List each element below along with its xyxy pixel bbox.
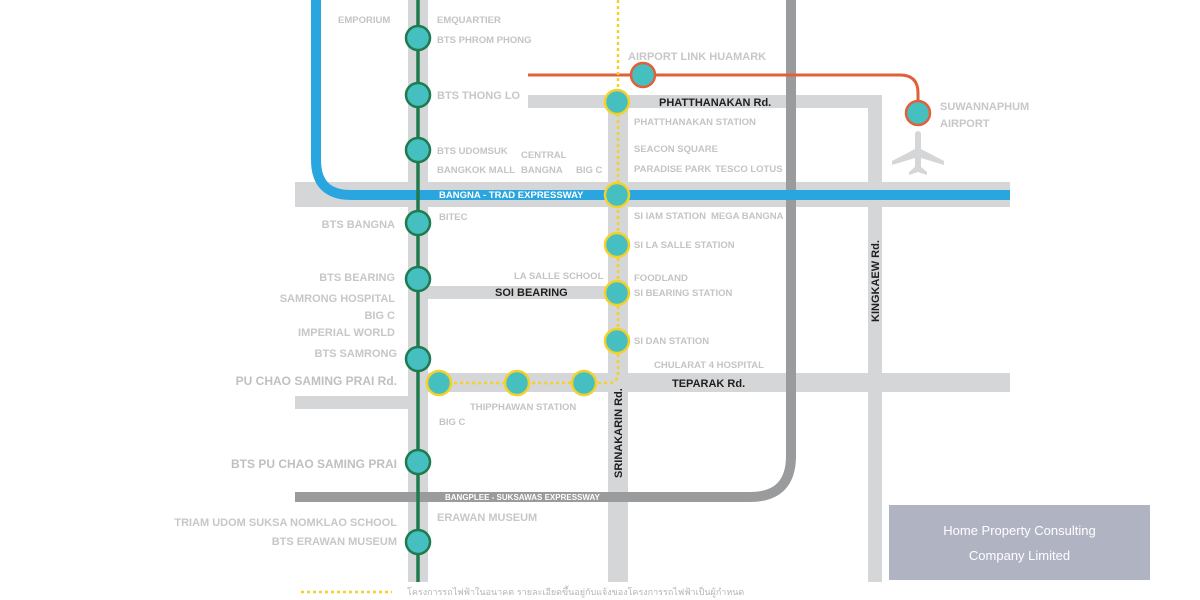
label-la-salle-school: LA SALLE SCHOOL [514,271,604,282]
road-label-srinakarin: SRINAKARIN Rd. [613,388,625,478]
road-label-bangna-trad: BANGNA - TRAD EXPRESSWAY [439,190,584,201]
station-udomsuk[interactable] [404,136,432,164]
station-bearing[interactable] [404,265,432,293]
airport-link-line [528,73,920,113]
label-big-c-center: BIG C [576,165,603,176]
label-bts-bangna: BTS BANGNA [322,219,395,231]
label-si-iam: SI IAM STATION [634,211,706,222]
label-central: CENTRAL [521,150,567,161]
station-thong-lo[interactable] [404,81,432,109]
label-bts-erawan: BTS ERAWAN MUSEUM [272,536,397,548]
label-bts-samrong: BTS SAMRONG [315,348,398,360]
label-bts-pu-chao: BTS PU CHAO SAMING PRAI [231,457,397,471]
label-tesco-lotus: TESCO LOTUS [715,164,783,175]
label-airport-link: AIRPORT LINK HUAMARK [628,51,766,63]
label-paradise-park: PARADISE PARK [634,164,711,175]
label-suvarnabhumi-2: AIRPORT [940,118,990,130]
station-suvarnabhumi[interactable] [904,99,932,127]
station-phatthanakan[interactable] [603,88,631,116]
label-bangna-center: BANGNA [521,165,563,176]
label-si-bearing: SI BEARING STATION [634,288,732,299]
label-bts-bearing: BTS BEARING [319,272,395,284]
label-chularat: CHULARAT 4 HOSPITAL [654,360,764,371]
bangplee-suksawas-expressway [295,0,796,502]
road-label-kingkaew: KINGKAEW Rd. [870,240,882,322]
station-airport-link-huamark[interactable] [629,61,657,89]
station-pu-chao[interactable] [404,448,432,476]
road-soi-bearing [418,286,618,299]
station-yellow-3[interactable] [425,369,453,397]
label-emquartier: EMQUARTIER [437,15,501,26]
station-si-iam[interactable] [603,181,631,209]
bangna-trad-expressway [311,0,1010,200]
station-si-dan[interactable] [603,327,631,355]
road-label-phatthanakan: PHATTHANAKAN Rd. [659,97,771,109]
road-label-soi-bearing: SOI BEARING [495,287,568,299]
label-seacon-square: SEACON SQUARE [634,144,718,155]
label-bitec: BITEC [439,212,468,223]
legend-note: โครงการรถไฟฟ้าในอนาคต รายละเอียดขึ้นอยู่… [407,585,744,598]
station-si-la-salle[interactable] [603,231,631,259]
label-udomsuk: BTS UDOMSUK [437,146,508,157]
station-si-bearing[interactable] [603,279,631,307]
label-thong-lo: BTS THONG LO [437,90,521,102]
station-bangna[interactable] [404,209,432,237]
label-big-c-left: BIG C [364,310,395,322]
yellow-line [438,0,620,385]
label-triam-udom: TRIAM UDOM SUKSA NOMKLAO SCHOOL [174,517,397,529]
road-pu-chao [295,396,410,409]
yellow-stations [425,88,631,397]
road-label-bangplee: BANGPLEE - SUKSAWAS EXPRESSWAY [445,493,601,502]
label-thipphawan: THIPPHAWAN STATION [470,402,576,413]
company-name-line1: Home Property Consulting [943,522,1096,538]
label-mega-bangna: MEGA BANGNA [711,211,784,222]
label-erawan-museum: ERAWAN MUSEUM [437,512,537,524]
label-bangkok-mall: BANGKOK MALL [437,165,515,176]
bts-stations [404,24,432,556]
company-box: Home Property Consulting Company Limited [889,505,1150,580]
label-emporium: EMPORIUM [338,15,390,26]
label-imperial-world: IMPERIAL WORLD [298,327,395,339]
label-si-dan: SI DAN STATION [634,336,709,347]
label-phrom-phong: BTS PHROM PHONG [437,35,531,46]
company-name-line2: Company Limited [968,547,1071,563]
station-erawan-museum[interactable] [404,528,432,556]
label-phatthanakan-station: PHATTHANAKAN STATION [634,117,756,128]
road-label-teparak: TEPARAK Rd. [672,378,745,390]
station-phrom-phong[interactable] [404,24,432,52]
station-yellow-2[interactable] [503,369,531,397]
airport-stations [629,61,932,127]
road-kingkaew [868,95,882,582]
label-big-c-lower: BIG C [439,417,466,428]
label-suvarnabhumi-1: SUWANNAPHUM [940,101,1029,113]
label-samrong-hospital: SAMRONG HOSPITAL [280,293,396,305]
road-teparak [418,373,1010,392]
label-pu-chao-road: PU CHAO SAMING PRAI Rd. [236,374,397,388]
label-si-la-salle: SI LA SALLE STATION [634,240,735,251]
label-foodland: FOODLAND [634,273,688,284]
station-yellow-1[interactable] [570,369,598,397]
roads [295,0,1010,582]
station-samrong[interactable] [404,345,432,373]
plane-icon [892,131,944,175]
